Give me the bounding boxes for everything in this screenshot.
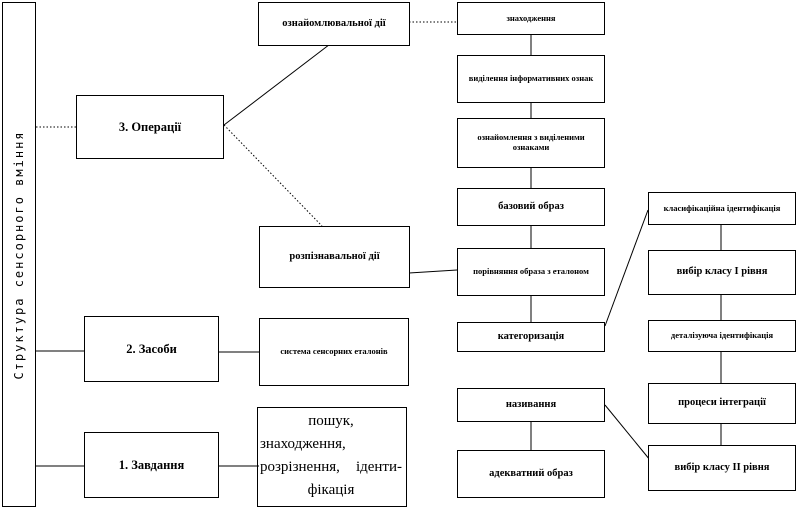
class-choice-2-box: вибір класу ІІ рівня [648, 445, 796, 491]
link-operations-familiarization [223, 37, 339, 126]
task-box: 1. Завдання [84, 432, 219, 498]
detailing-box: деталізуюча ідентифікація [648, 320, 796, 352]
comparison-box: порівняння образа з еталоном [457, 248, 605, 296]
adequate-image-box: адекватний образ [457, 450, 605, 498]
sensory-standards-box: система сенсорних еталонів [259, 318, 409, 386]
class-choice-1-box: вибір класу І рівня [648, 250, 796, 295]
recognition-actions-box: розпізнавальної дії [259, 226, 410, 288]
categorization-box: категоризація [457, 322, 605, 352]
link-categorization-classification [604, 209, 649, 327]
feature-selection-box: виділення інформативних ознак [457, 55, 605, 103]
finding-box: знаходження [457, 2, 605, 35]
skill-structure-title-text: Структура сенсорного вміння [12, 129, 26, 380]
classification-box: класифікаційна ідентифікація [648, 192, 796, 225]
link-recognition-comparison [408, 269, 458, 274]
integration-box: процеси інтеграції [648, 383, 796, 424]
base-image-box: базовий образ [457, 188, 605, 226]
familiarization-actions-box: ознайомлювальної дії [258, 2, 410, 46]
skill-structure-title: Структура сенсорного вміння [2, 2, 36, 507]
familiarization-features-box: ознайомлення з виділеними ознаками [457, 118, 605, 168]
task-text-box: пошук, знаходження, розрізнення,іденти- … [257, 407, 407, 507]
means-box: 2. Засоби [84, 316, 219, 382]
link-naming-classchoice2 [604, 404, 651, 461]
operations-box: 3. Операції [76, 95, 224, 159]
naming-box: називання [457, 388, 605, 422]
link-operations-recognition [223, 124, 323, 227]
